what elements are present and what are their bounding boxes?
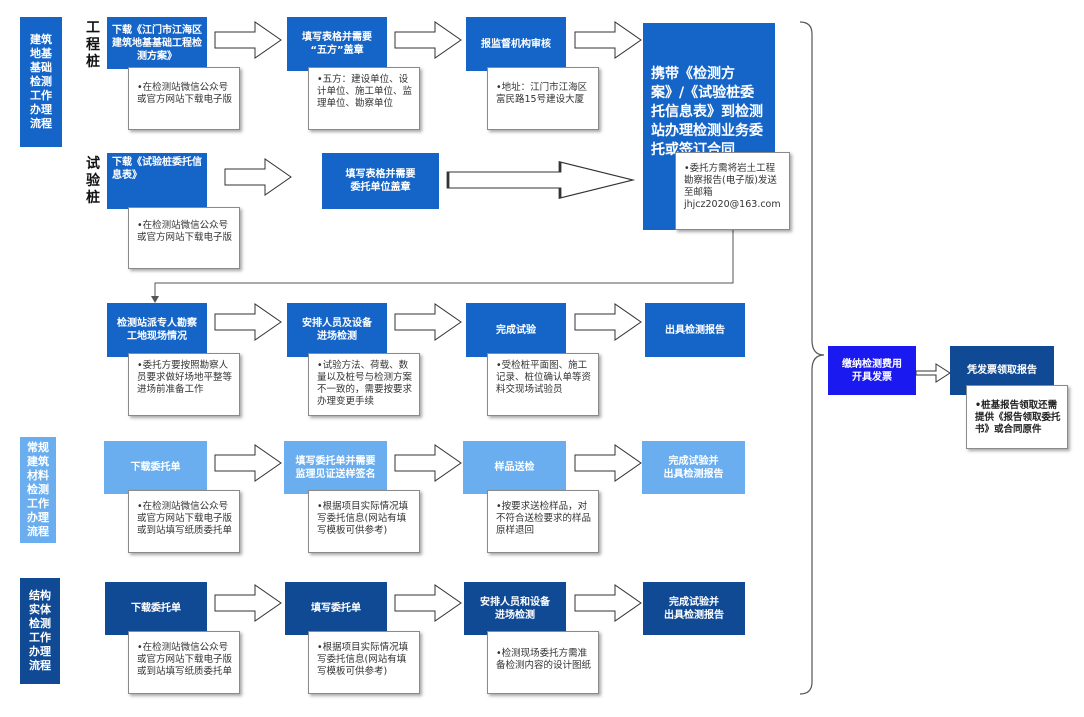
step-label-line: 工地现场情况 [127, 331, 187, 342]
step-complete-test: 完成试验 [466, 303, 566, 357]
note-supervision-address: •地址：江门市江海区富民路15号建设大厦 [487, 67, 599, 130]
step-fill-five-parties: 填写表格并需要 “五方”盖章 [287, 17, 387, 71]
step-label-line: 进场检测 [495, 609, 535, 621]
step-download-plan: 下载《江门市江海区建筑地基基础工程检测方案》 [107, 17, 207, 69]
row-label-test-pile: 试 验 桩 [86, 156, 100, 206]
step-label-line: 填写表格并需要 [345, 169, 416, 180]
step-label: 下载委托单 [130, 462, 181, 473]
step-label: 下载《江门市江海区建筑地基基础工程检测方案》 [112, 25, 202, 62]
step-label: 填写表格并需要 “五方”盖章 [302, 31, 372, 57]
note-five-parties: •五方：建设单位、设计单位、施工单位、监理单位、勘察单位 [308, 67, 420, 130]
step-label-line: 委托单位盖章 [350, 182, 411, 193]
arrow-right-icon [446, 160, 635, 200]
note-arrange-personnel: •试验方法、荷载、数量以及桩号与检测方案不一致的，需要按要求办理变更手续 [308, 353, 420, 416]
step-label-line: 进场检测 [317, 331, 357, 342]
step-label-line: 完成试验并 [668, 455, 719, 467]
note-sample-delivery: •按要求送检样品，对不符合送检要求的样品原样退回 [487, 490, 599, 553]
arrow-right-icon [214, 444, 282, 482]
step-label: 下载委托单 [131, 603, 181, 614]
brace [799, 21, 825, 695]
note-material-download: •在检测站微信公众号或官方网站下载电子版或到站填写纸质委托单 [128, 490, 240, 553]
step-label: 出具检测报告 [665, 324, 725, 336]
step-label-line: 完成试验并 [669, 596, 719, 608]
step-label: 安排人员和设备进场检测 [480, 596, 550, 622]
connector-line [154, 230, 734, 299]
step-label: 安排人员及设备进场检测 [302, 317, 372, 343]
note-complete-test: •受检桩平面图、施工记录、桩位确认单等资料交现场试验员 [487, 353, 599, 416]
arrow-right-icon [574, 584, 642, 622]
arrow-right-icon [394, 21, 462, 59]
step-issue-report: 出具检测报告 [645, 303, 745, 357]
side-label-building-material: 常规 建筑 材料 检测 工作 办理 流程 [20, 437, 56, 543]
step-fill-test-pile-form: 填写表格并需要委托单位盖章 [322, 153, 439, 209]
arrow-right-icon [394, 303, 462, 341]
arrow-down-icon [151, 296, 159, 303]
note-structure-fill: •根据项目实际情况填写委托信息(网站有填写模板可供参考) [308, 631, 420, 694]
step-download-test-pile-form: 下载《试验桩委托信息表》 [107, 153, 207, 209]
note-material-fill: •根据项目实际情况填写委托信息(网站有填写模板可供参考) [308, 490, 420, 553]
note-test-pile-download: •在检测站微信公众号或官方网站下载电子版 [128, 207, 240, 269]
step-label: 凭发票领取报告 [967, 365, 1037, 376]
step-label-line: 检测站派专人勘察 [117, 318, 197, 329]
arrow-right-icon [214, 303, 282, 341]
arrow-right-icon [574, 444, 642, 482]
step-label-line: 填写表格并需要 [302, 32, 372, 43]
step-label-line: “五方”盖章 [310, 45, 364, 56]
step-site-survey: 检测站派专人勘察工地现场情况 [107, 303, 207, 357]
step-material-fill: 填写委托单并需要监理见证送样签名 [284, 441, 387, 494]
note-collect-report: •桩基报告领取还需提供《报告领取委托书》或合同原件 [966, 385, 1068, 449]
step-sample-delivery: 样品送检 [463, 441, 566, 494]
step-label: 完成试验并出具检测报告 [664, 455, 724, 481]
note-structure-download: •在检测站微信公众号或官方网站下载电子版或到站填写纸质委托单 [128, 631, 240, 694]
step-label-line: 监理见证送样签名 [295, 468, 376, 480]
step-label: 缴纳检测费用开具发票 [842, 358, 902, 384]
side-label-structure-entity: 结构 实体 检测 工作 办理 流程 [20, 578, 60, 684]
step-label-line: 安排人员和设备 [480, 596, 550, 608]
step-arrange-personnel: 安排人员及设备进场检测 [287, 303, 387, 357]
arrow-right-icon [574, 21, 642, 59]
step-material-download: 下载委托单 [104, 441, 207, 494]
note-site-survey: •委托方要按照勘察人员要求做好场地平整等进场前准备工作 [128, 353, 240, 416]
side-label-building-foundation: 建筑 地基 基础 检测 工作 办理 流程 [20, 17, 62, 147]
step-label: 报监督机构审核 [481, 38, 551, 50]
step-material-report: 完成试验并出具检测报告 [642, 441, 745, 494]
step-supervision-review: 报监督机构审核 [466, 17, 566, 71]
row-label-engineering-pile: 工 程 桩 [86, 20, 100, 70]
step-structure-arrange: 安排人员和设备进场检测 [464, 582, 566, 635]
step-label: 下载《试验桩委托信息表》 [112, 157, 202, 181]
arrow-right-icon [915, 363, 951, 383]
step-label: 样品送检 [494, 462, 535, 473]
step-structure-fill: 填写委托单 [285, 582, 387, 635]
arrow-right-icon [224, 158, 292, 196]
step-label-line: 缴纳检测费用 [842, 358, 902, 370]
step-label: 填写表格并需要委托单位盖章 [346, 168, 416, 194]
step-label: 填写委托单 [311, 603, 361, 614]
arrow-right-icon [214, 21, 282, 59]
step-structure-report: 完成试验并出具检测报告 [643, 582, 745, 635]
arrow-right-icon [394, 584, 462, 622]
step-label: 填写委托单并需要监理见证送样签名 [296, 455, 376, 481]
step-structure-download: 下载委托单 [105, 582, 207, 635]
arrow-right-icon [394, 444, 462, 482]
step-label: 完成试验并出具检测报告 [664, 596, 724, 622]
step-label-line: 出具检测报告 [663, 468, 724, 480]
step-label-line: 出具检测报告 [664, 609, 724, 621]
step-label: 检测站派专人勘察工地现场情况 [117, 317, 197, 343]
arrow-right-icon [574, 303, 642, 341]
note-structure-arrange: •检测现场委托方需准备检测内容的设计图纸 [487, 631, 599, 694]
step-pay-invoice: 缴纳检测费用开具发票 [828, 346, 916, 395]
step-label-line: 填写委托单并需要 [295, 455, 376, 467]
step-label: 完成试验 [496, 324, 536, 336]
note-download-plan: •在检测站微信公众号或官方网站下载电子版 [128, 67, 240, 130]
step-contract: 携带《检测方案》/《试验桩委托信息表》到检测站办理检测业务委托或签订合同 [643, 23, 775, 230]
step-label-line: 安排人员及设备 [302, 318, 372, 329]
step-label-line: 开具发票 [852, 371, 892, 383]
arrow-right-icon [214, 584, 282, 622]
note-contract: •委托方需将岩土工程勘察报告(电子版)发送至邮箱jhjcz2020@163.co… [675, 152, 790, 230]
